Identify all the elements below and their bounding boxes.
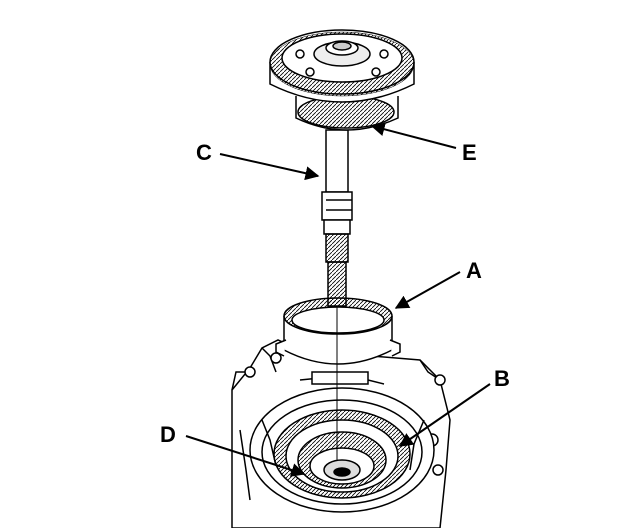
label-a: A bbox=[466, 258, 482, 283]
transmission-housing bbox=[231, 339, 451, 528]
label-b: B bbox=[494, 366, 510, 391]
shaft-c bbox=[321, 129, 353, 307]
leader-line-b bbox=[398, 383, 491, 447]
leader-line-e bbox=[370, 122, 457, 149]
callout-lines bbox=[185, 122, 491, 477]
label-e: E bbox=[462, 140, 477, 165]
ring-gear-a bbox=[275, 297, 401, 365]
leader-line-d bbox=[185, 435, 306, 477]
carrier-assembly-e bbox=[269, 29, 415, 131]
label-d: D bbox=[160, 422, 176, 447]
leader-line-c bbox=[219, 153, 320, 181]
label-c: C bbox=[196, 140, 212, 165]
leader-line-a bbox=[394, 271, 461, 309]
